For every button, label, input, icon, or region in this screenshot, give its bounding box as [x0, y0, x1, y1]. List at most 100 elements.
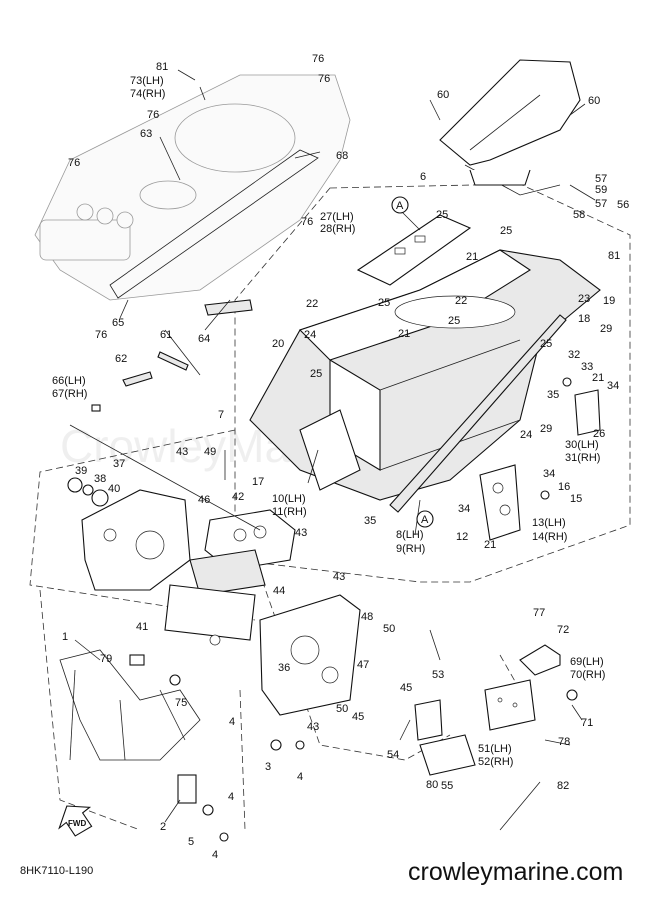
ref-markers: A A: [391, 196, 434, 528]
callout: 67(RH): [52, 388, 87, 400]
callouts: 1 2 3 4 4 4 4 5 6 7 8(LH) 9(RH) 10(LH) 1…: [52, 53, 629, 861]
callout: 72: [557, 624, 569, 636]
callout: 49: [204, 446, 216, 458]
callout: 34: [543, 468, 555, 480]
diagram-code: 8HK7110-L190: [20, 865, 93, 877]
rear-handle-69: [484, 644, 578, 731]
callout: 5: [188, 836, 194, 848]
callout: 4: [212, 849, 218, 861]
callout: 29: [600, 323, 612, 335]
callout: 4: [229, 716, 235, 728]
callout: 6: [420, 171, 426, 183]
callout: 64: [198, 333, 210, 345]
callout: 20: [272, 338, 284, 350]
rear-cover-part: [439, 59, 581, 196]
callout: 78: [558, 736, 570, 748]
callout: 76: [318, 73, 330, 85]
callout: 65: [112, 317, 124, 329]
ref-marker-a-top: A: [396, 200, 404, 212]
callout: 76: [301, 216, 313, 228]
callout: 79: [100, 653, 112, 665]
front-frame-1: [59, 649, 201, 761]
callout: 14(RH): [532, 531, 567, 543]
callout: 17: [252, 476, 264, 488]
callout: 50: [383, 623, 395, 635]
hull-body: [34, 74, 351, 301]
callout: 21: [398, 328, 410, 340]
callout: 54: [387, 749, 399, 761]
callout: 62: [115, 353, 127, 365]
callout: 76: [95, 329, 107, 341]
callout: 75: [175, 697, 187, 709]
callout: 58: [573, 209, 585, 221]
leader-lines: [69, 69, 596, 831]
callout: 33: [581, 361, 593, 373]
callout: 25: [500, 225, 512, 237]
callout: 43: [295, 527, 307, 539]
callout: 19: [603, 295, 615, 307]
callout: 37: [113, 458, 125, 470]
callout: 47: [357, 659, 369, 671]
callout: 45: [400, 682, 412, 694]
right-bracket-13: [479, 464, 550, 541]
callout: 60: [437, 89, 449, 101]
callout: 52(RH): [478, 756, 513, 768]
callout: 7: [218, 409, 224, 421]
callout: 10(LH): [272, 493, 306, 505]
callout: 53: [432, 669, 444, 681]
callout: 23: [578, 293, 590, 305]
callout: 34: [458, 503, 470, 515]
callout: 50: [336, 703, 348, 715]
callout: 76: [68, 157, 80, 169]
callout: 48: [361, 611, 373, 623]
fwd-arrow: FWD: [58, 805, 93, 837]
callout: 81: [608, 250, 620, 262]
callout: 66(LH): [52, 375, 86, 387]
left-parts: [67, 299, 253, 507]
pipe-41: [164, 584, 256, 646]
callout: 41: [136, 621, 148, 633]
callout: 42: [232, 491, 244, 503]
callout: 39: [75, 465, 87, 477]
callout: 43: [307, 721, 319, 733]
callout: 25: [436, 209, 448, 221]
callout: 12: [456, 531, 468, 543]
callout: 31(RH): [565, 452, 600, 464]
callout: 43: [176, 446, 188, 458]
callout: 76: [312, 53, 324, 65]
callout: 22: [306, 298, 318, 310]
callout: 38: [94, 473, 106, 485]
callout: 55: [441, 780, 453, 792]
callout: 56: [617, 199, 629, 211]
callout: 46: [198, 494, 210, 506]
lower-parts: [177, 739, 305, 842]
callout: 4: [228, 791, 234, 803]
callout: 13(LH): [532, 517, 566, 529]
callout: 76: [147, 109, 159, 121]
callout: 40: [108, 483, 120, 495]
callout: 18: [578, 313, 590, 325]
callout: 25: [448, 315, 460, 327]
callout: 57: [595, 198, 607, 210]
callout: 24: [520, 429, 532, 441]
callout: 73(LH): [130, 75, 164, 87]
callout: 59: [595, 184, 607, 196]
callout: 70(RH): [570, 669, 605, 681]
bracket-30: [562, 377, 601, 436]
ref-marker-a-bottom: A: [421, 514, 429, 526]
callout: 26: [593, 428, 605, 440]
callout: 3: [265, 761, 271, 773]
callout: 27(LH): [320, 211, 354, 223]
callout: 25: [378, 297, 390, 309]
bulkhead-36: [259, 594, 361, 716]
callout: 11(RH): [272, 506, 307, 518]
callout: 35: [547, 389, 559, 401]
callout: 1: [62, 631, 68, 643]
callout: 69(LH): [570, 656, 604, 668]
callout: 25: [540, 338, 552, 350]
callout: 57: [595, 173, 607, 185]
callout: 4: [297, 771, 303, 783]
callout: 77: [533, 607, 545, 619]
fwd-label: FWD: [68, 819, 86, 828]
